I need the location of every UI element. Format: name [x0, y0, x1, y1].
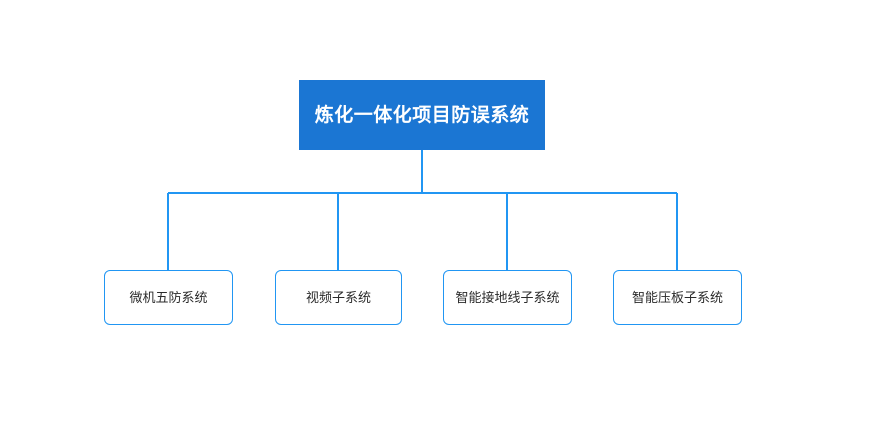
root-node-label: 炼化一体化项目防误系统 [314, 104, 530, 126]
child-node-label: 智能压板子系统 [631, 290, 723, 305]
root-node[interactable]: 炼化一体化项目防误系统 [299, 80, 545, 150]
child-node-label: 微机五防系统 [129, 290, 208, 305]
child-node-label: 视频子系统 [305, 290, 371, 305]
child-node-label: 智能接地线子系统 [455, 290, 560, 305]
child-node-zhineng-yaban[interactable]: 智能压板子系统 [613, 270, 742, 325]
child-node-zhineng-jiediixian[interactable]: 智能接地线子系统 [443, 270, 572, 325]
child-node-weiji-wufang[interactable]: 微机五防系统 [104, 270, 233, 325]
child-node-shipin[interactable]: 视频子系统 [275, 270, 402, 325]
